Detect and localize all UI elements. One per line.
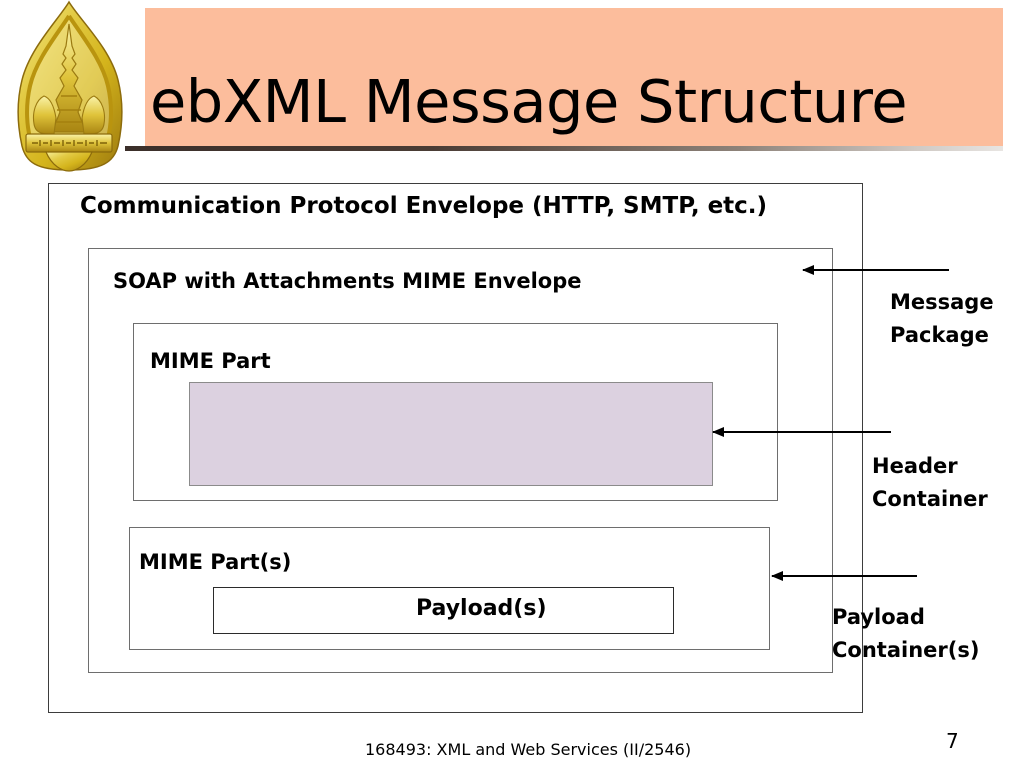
mime-parts-label: MIME Part(s) [139, 550, 292, 574]
page-number: 7 [946, 729, 959, 753]
soap-mime-envelope-label: SOAP with Attachments MIME Envelope [113, 269, 582, 293]
header-container-callout: Header Container [872, 450, 988, 516]
mime-parts-box [129, 527, 770, 650]
header-container-arrow-icon [712, 427, 891, 437]
title-divider [125, 146, 1003, 151]
title-banner [145, 8, 1003, 147]
payloads-box [213, 587, 674, 634]
payload-container-callout-line2: Container(s) [832, 638, 980, 662]
payloads-label: Payload(s) [416, 596, 547, 621]
page-title: ebXML Message Structure [150, 67, 908, 136]
message-package-callout-line2: Package [890, 323, 989, 347]
communication-protocol-envelope-box [48, 183, 863, 713]
payload-container-arrow-icon [771, 571, 917, 581]
message-package-callout: Message Package [890, 286, 994, 352]
communication-protocol-envelope-label: Communication Protocol Envelope (HTTP, S… [80, 193, 768, 219]
header-container-fill-box [189, 382, 713, 486]
header-container-callout-line1: Header [872, 454, 958, 478]
payload-container-callout-line1: Payload [832, 605, 925, 629]
mime-part-label: MIME Part [150, 349, 271, 373]
thai-university-emblem-icon [6, 0, 134, 172]
message-package-callout-line1: Message [890, 290, 994, 314]
payload-container-callout: Payload Container(s) [832, 601, 979, 667]
message-package-arrow-icon [802, 265, 949, 275]
mime-part-box [133, 323, 778, 501]
soap-mime-envelope-box [88, 248, 833, 673]
footer-course-text: 168493: XML and Web Services (II/2546) [365, 740, 692, 759]
header-container-callout-line2: Container [872, 487, 988, 511]
